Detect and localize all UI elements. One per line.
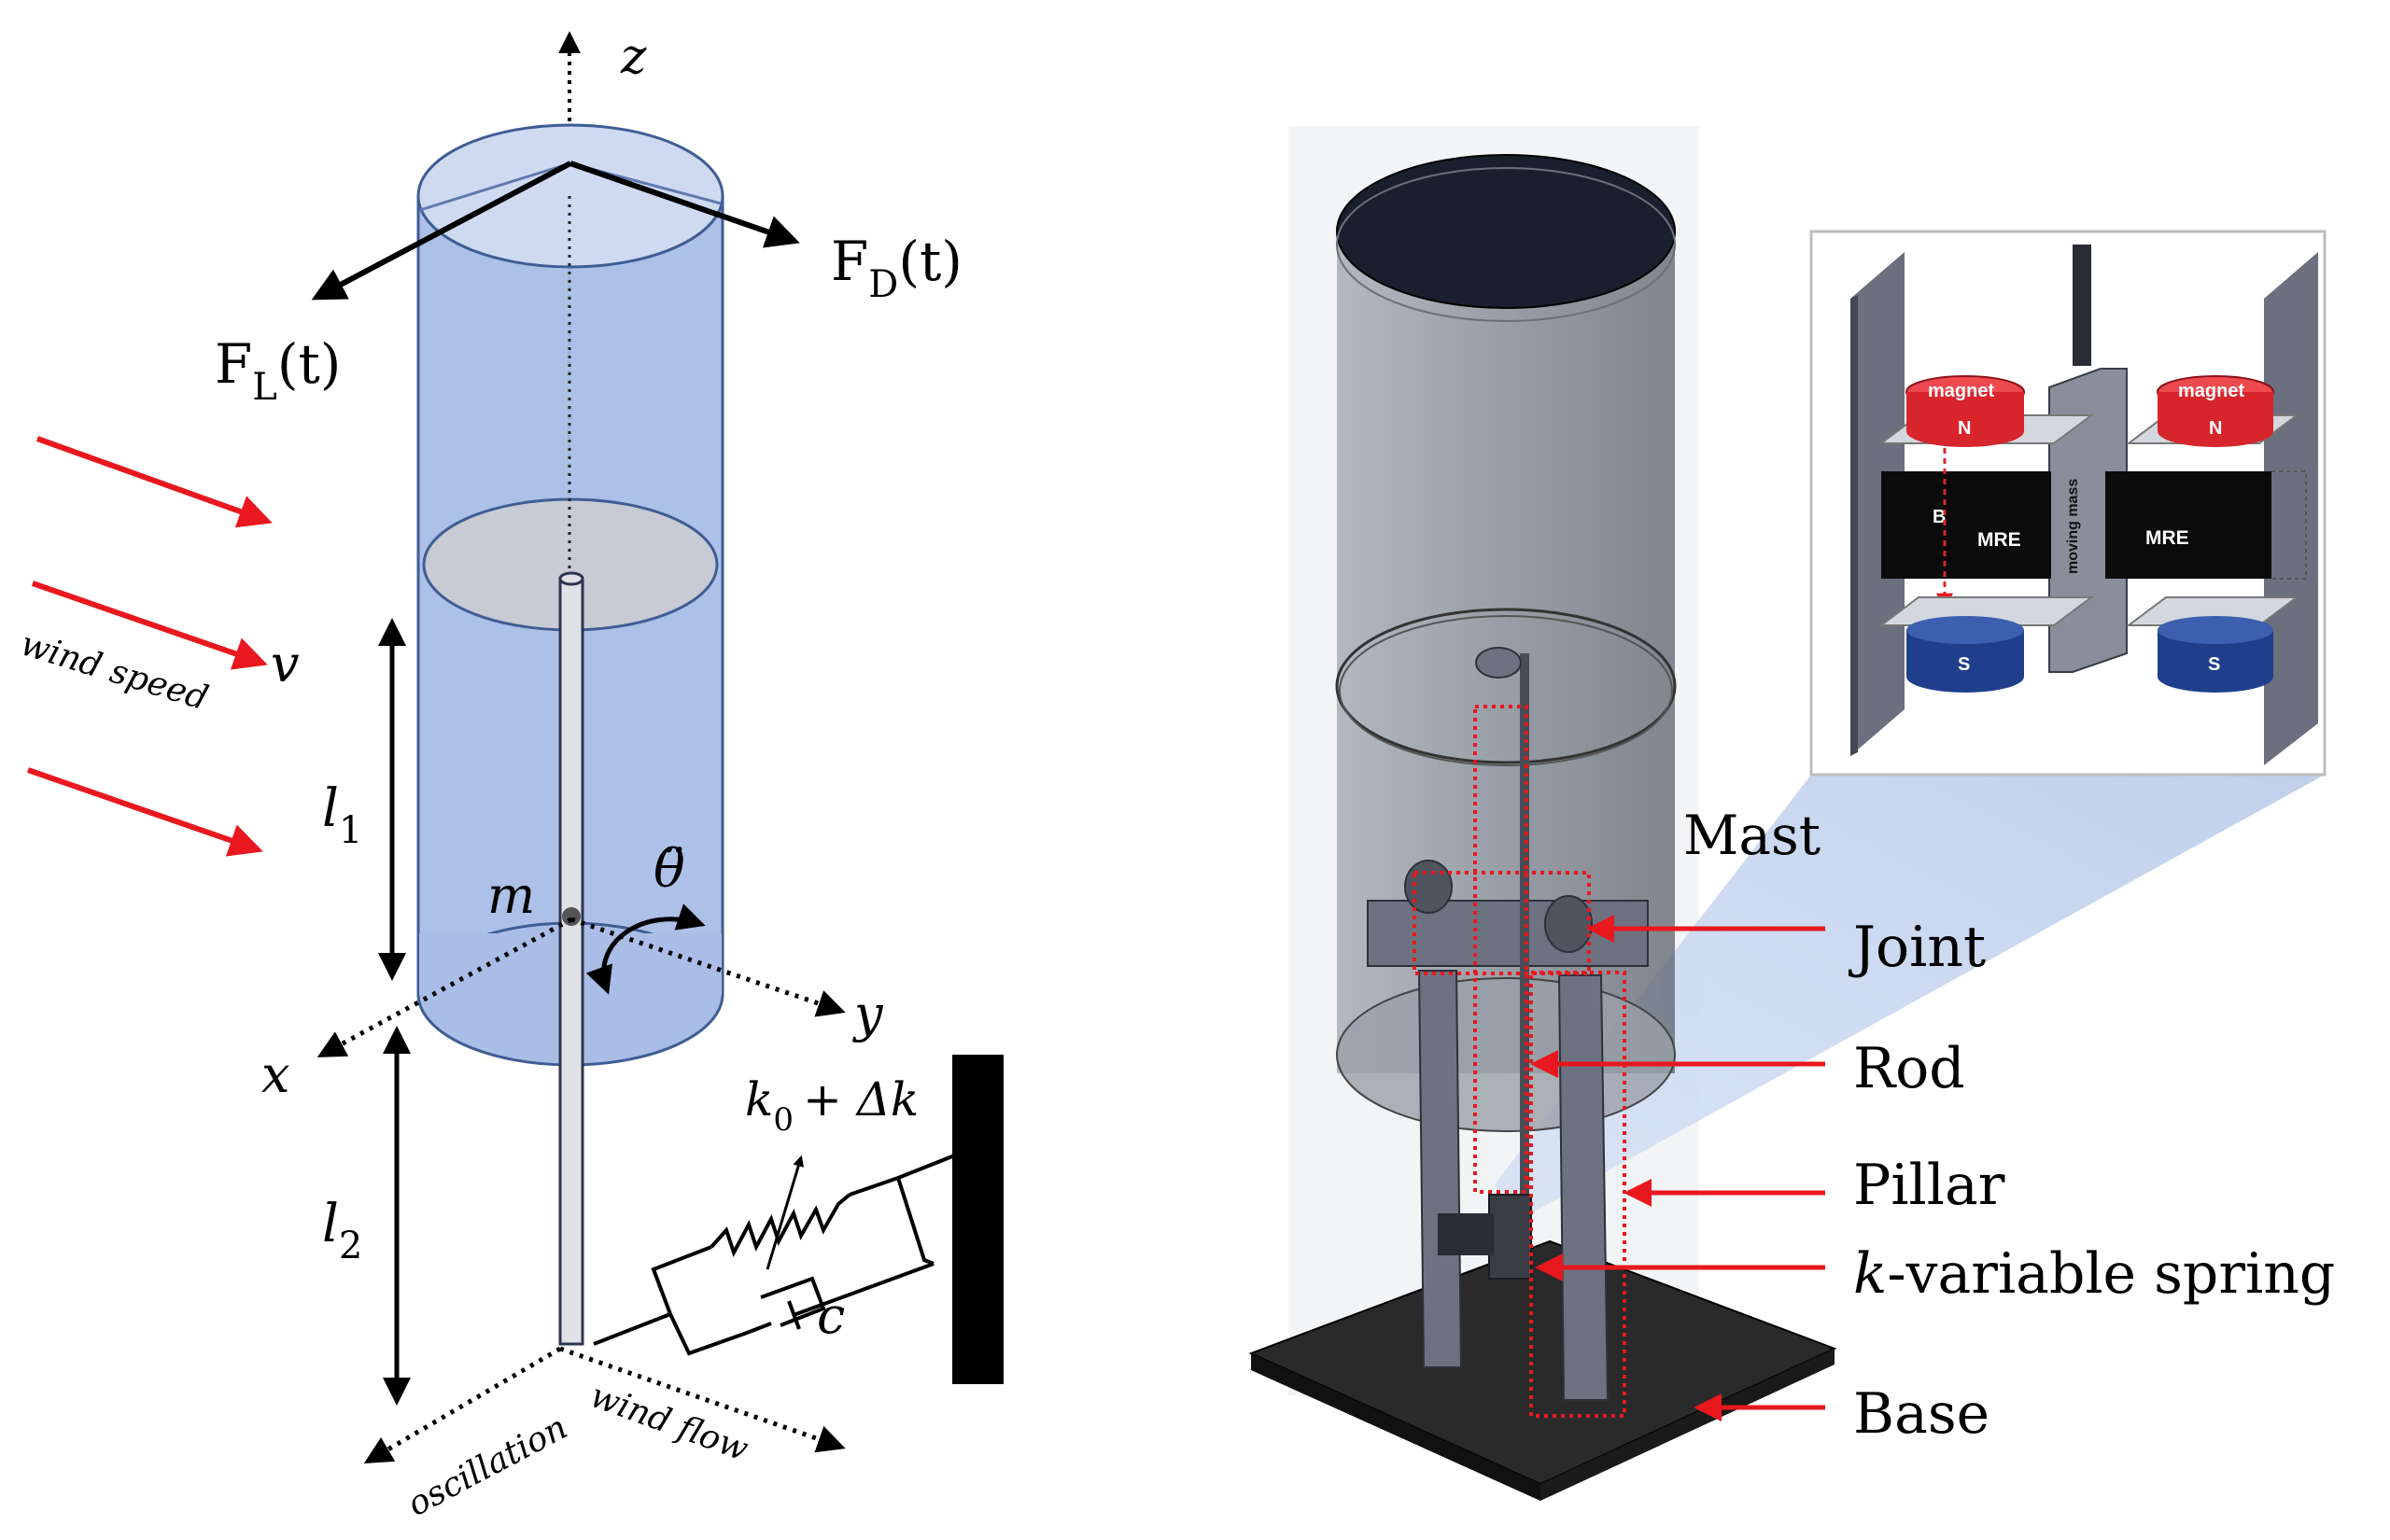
variable-spring-arrow [766,1155,804,1270]
damper-label: c [817,1286,845,1345]
right-south-pole: S [2208,654,2220,675]
rod-callout: Rod [1853,1036,1965,1101]
mast-label: Mast [1683,804,1821,867]
mass-label: m [487,866,535,925]
wind-flow-label: wind flow [585,1377,753,1469]
prototype-model: Mast Joint Rod Pillar k-variable spring … [1248,126,2335,1501]
fixed-wall [952,1055,1004,1384]
mre-inset: moving mass magnet N magnet N MRE MRE B [1809,230,2327,777]
pillar-right [1557,974,1610,1401]
wind-speed-label: wind speed [16,624,212,718]
right-plate [2264,252,2318,765]
y-axis-label: y [852,985,884,1043]
left-plate [1850,252,1905,756]
l1-label: l1 [322,778,362,852]
spring-callout: k-variable spring [1853,1241,2335,1307]
wind-arrow-1 [35,436,273,528]
wind-speed-symbol: v [271,635,300,693]
right-mre-block [2105,471,2271,579]
base-callout: Base [1853,1381,1989,1447]
lift-force-arrow [311,161,572,301]
oscillation-label: oscillation [401,1408,573,1524]
mast-post [2073,245,2091,366]
x-axis [316,917,573,1057]
z-axis-label: z [620,29,647,85]
drag-force-arrow [569,161,800,248]
right-north-pole: N [2209,418,2222,439]
joint-block [1367,900,1649,967]
highlight-pillar [1529,971,1626,1418]
left-south-pole: S [1958,654,1970,675]
x-axis-label: x [261,1045,289,1104]
inset-projection [1494,775,2325,1213]
spring-zigzag [710,1193,851,1258]
wind-arrow-3 [27,767,263,857]
left-magnet-label: magnet [1928,381,1994,401]
angular-acc-label: θ̈ [654,839,685,900]
y-axis [570,917,846,1017]
moving-mass-block [2048,368,2128,673]
moving-mass-label: moving mass [2065,479,2081,574]
field-label: B [1933,507,1946,527]
schematic-diagram: z FD(t) FL(t) wind speed v [16,29,1004,1524]
wind-arrow-2 [32,581,268,670]
joint-callout: Joint [1848,915,1986,980]
left-north-pole: N [1958,418,1971,439]
spring-damper [593,1055,1004,1384]
damper-cylinder [760,1276,826,1327]
lift-force-label: FL(t) [215,332,341,409]
rod [558,577,584,1346]
right-mre-label: MRE [2145,527,2189,549]
drag-force-label: FD(t) [831,230,963,306]
pillar-callout: Pillar [1853,1153,2005,1218]
wind-flow-axis [559,1346,846,1453]
rotation-arrow [585,903,706,995]
left-mre-label: MRE [1977,529,2021,551]
spring-label: k0+ Δk [745,1072,919,1139]
l2-label: l2 [322,1194,362,1267]
highlight-joint [1413,871,1591,975]
pillar-left [1417,970,1463,1368]
cylinder-cap [1336,154,1676,309]
highlight-rod [1473,705,1528,1194]
right-magnet-label: magnet [2178,381,2244,401]
pivot-mass [562,907,581,926]
left-mre-block [1881,471,2051,579]
